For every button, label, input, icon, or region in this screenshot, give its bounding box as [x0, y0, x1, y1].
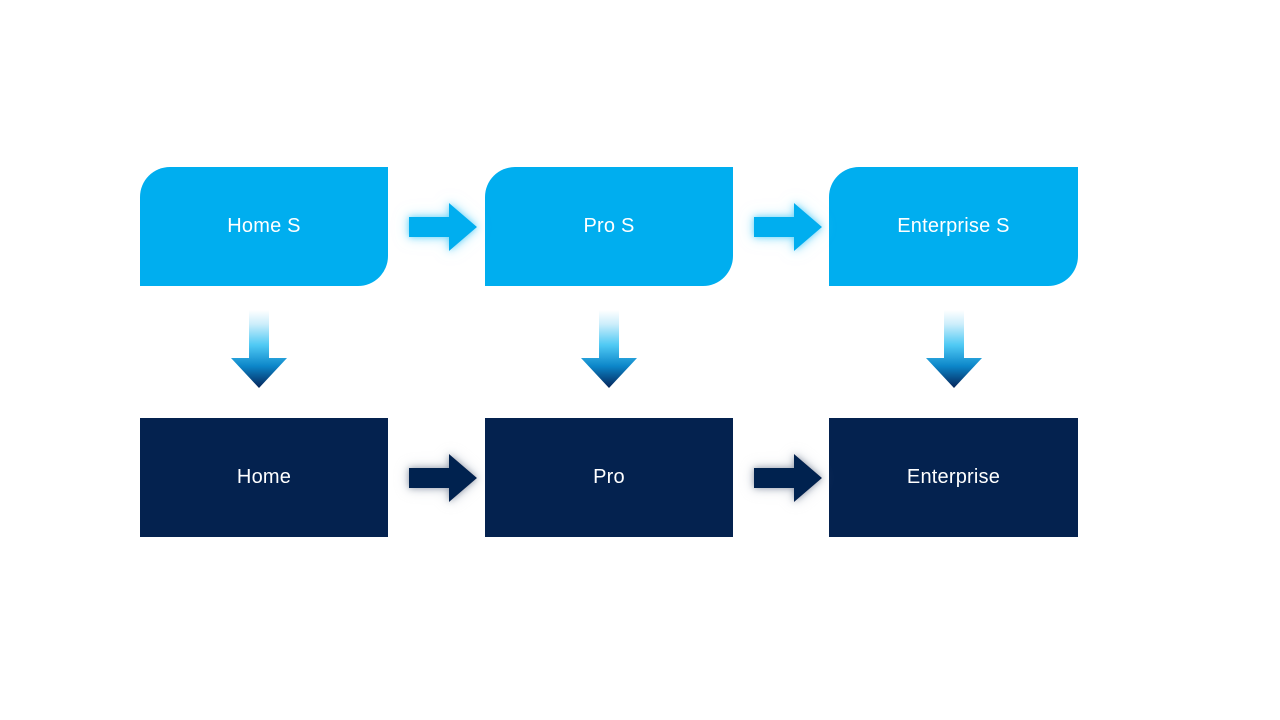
- node-enterprise[interactable]: Enterprise: [829, 418, 1078, 537]
- node-pro-s-label: Pro S: [583, 215, 635, 237]
- arrow-pro-s-to-pro: [581, 310, 637, 388]
- node-pro-s[interactable]: Pro S: [485, 167, 733, 286]
- arrow-home-s-to-home: [231, 310, 287, 388]
- node-enterprise-s-label: Enterprise S: [897, 215, 1010, 237]
- node-enterprise-s[interactable]: Enterprise S: [829, 167, 1078, 286]
- arrow-home-to-pro: [409, 454, 477, 502]
- node-pro[interactable]: Pro: [485, 418, 733, 537]
- node-pro-label: Pro: [593, 466, 625, 488]
- arrow-pro-s-to-enterprise-s: [754, 203, 822, 251]
- arrow-enterprise-s-to-enterprise: [926, 310, 982, 388]
- node-home-s[interactable]: Home S: [140, 167, 388, 286]
- node-enterprise-label: Enterprise: [906, 466, 1001, 488]
- node-home[interactable]: Home: [140, 418, 388, 537]
- arrow-home-s-to-pro-s: [409, 203, 477, 251]
- arrow-pro-to-enterprise: [754, 454, 822, 502]
- node-home-s-label: Home S: [227, 215, 301, 237]
- node-home-label: Home: [236, 466, 292, 488]
